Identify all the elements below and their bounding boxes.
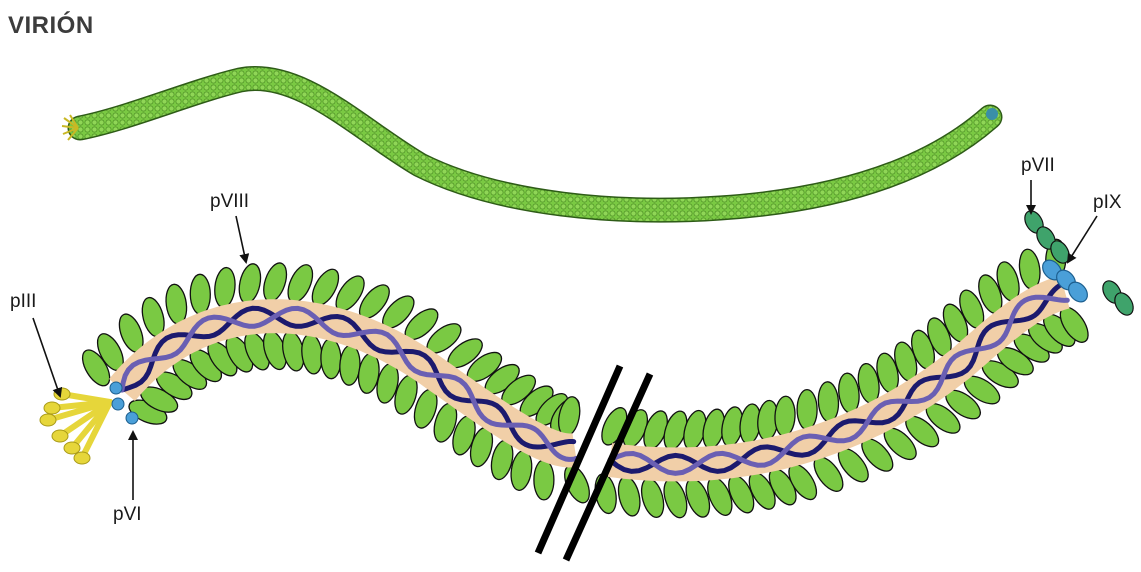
label-pviii-group: pVIII — [210, 191, 249, 262]
label-pix-group: pIX — [1068, 192, 1122, 262]
pvi-subunit — [112, 398, 124, 410]
overview-p7-tip — [986, 108, 998, 120]
arrow-piii — [33, 318, 60, 396]
label-pvi-group: pVI — [113, 432, 142, 525]
pviii-subunit — [534, 460, 554, 500]
pviii-subunit — [259, 260, 290, 304]
pvi-subunit — [126, 412, 138, 424]
label-pix: pIX — [1093, 192, 1122, 213]
piii-head — [40, 414, 56, 426]
piii-head — [64, 442, 80, 454]
label-pvi: pVI — [113, 504, 142, 525]
arrow-pix — [1068, 216, 1097, 262]
piii-head — [54, 388, 70, 400]
pvi-subunit — [110, 382, 122, 394]
pviii-subunit — [837, 372, 861, 414]
diagram-title: VIRIÓN — [8, 12, 94, 40]
label-pvii-group: pVII — [1021, 155, 1055, 213]
label-piii-group: pIII — [10, 291, 60, 396]
pviii-subunit — [339, 345, 361, 386]
overview-virion — [62, 78, 998, 210]
pviii-subunit — [817, 381, 839, 422]
piii-head — [44, 402, 60, 414]
piii-head — [74, 452, 90, 464]
pviii-subunit — [320, 338, 341, 379]
pviii-subunit — [797, 390, 817, 430]
arrow-pviii — [236, 216, 246, 262]
piii-proteins — [40, 388, 110, 464]
pviii-subunit — [236, 262, 264, 305]
break-mark — [538, 366, 800, 560]
label-pviii: pVIII — [210, 191, 249, 212]
label-pvii: pVII — [1021, 155, 1055, 176]
pviii-subunit — [190, 274, 211, 314]
piii-head — [52, 430, 68, 442]
pviii-subunit — [213, 267, 237, 309]
label-piii: pIII — [10, 291, 36, 312]
